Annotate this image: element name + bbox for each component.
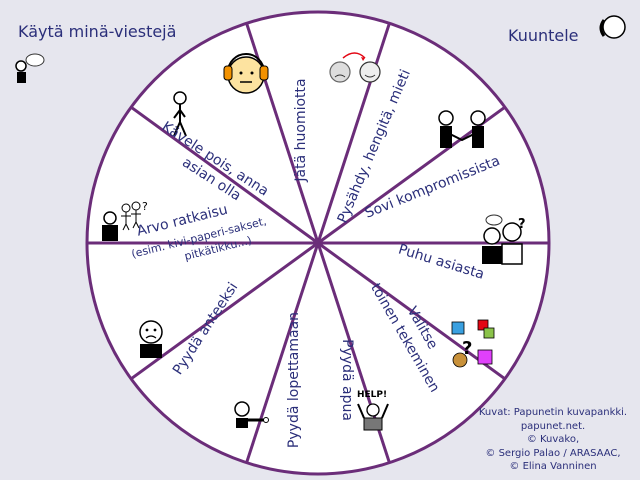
segment-ignore: Jätä huomiotta [293, 78, 309, 182]
toys-question-icon: ? [451, 319, 495, 368]
credit-line: Kuvat: Papunetin kuvapankki. [478, 407, 628, 418]
credit-line: papunet.net. [520, 420, 586, 432]
listening-ear-icon [599, 15, 626, 39]
svg-text:?: ? [518, 217, 526, 232]
segment-help: Pyydä apua [339, 339, 355, 421]
help-person-icon: HELP! [357, 390, 389, 431]
credit-line: © Kuvako, [526, 434, 580, 445]
svg-text:?: ? [142, 200, 148, 213]
wheel-divider [317, 241, 506, 381]
wheel-divider [316, 22, 391, 244]
walking-person-icon [173, 91, 187, 137]
wheel-divider [130, 241, 319, 381]
segment-stop: Pyydä lopettamaan [286, 312, 302, 448]
use-i-messages-title: Käytä minä-viestejä [18, 22, 177, 41]
stop-gesture-icon [234, 401, 269, 428]
credit-line: © Sergio Palao / ARASAAC, [485, 447, 621, 459]
wheel-divider [245, 242, 320, 464]
credit-line: © Elina Vanninen [509, 461, 597, 472]
calm-down-faces-icon [329, 52, 381, 83]
sorry-face-icon [139, 320, 163, 358]
headphones-face-icon [223, 53, 269, 94]
help-sign-text: HELP! [357, 390, 387, 400]
segment-label: Pyydä apua [339, 339, 355, 421]
wheel-divider [130, 105, 319, 245]
talking-people-icon: ? [482, 214, 526, 265]
segment-label: Pyydä lopettamaan [286, 312, 302, 448]
image-credits: Kuvat: Papunetin kuvapankki. papunet.net… [470, 406, 636, 474]
speaking-person-icon [15, 53, 45, 83]
segment-label: Jätä huomiotta [293, 78, 309, 182]
listen-title: Kuuntele [508, 26, 579, 45]
svg-text:?: ? [462, 338, 472, 359]
group-choosing-icon: ? [102, 200, 148, 241]
handshake-icon [438, 110, 486, 148]
